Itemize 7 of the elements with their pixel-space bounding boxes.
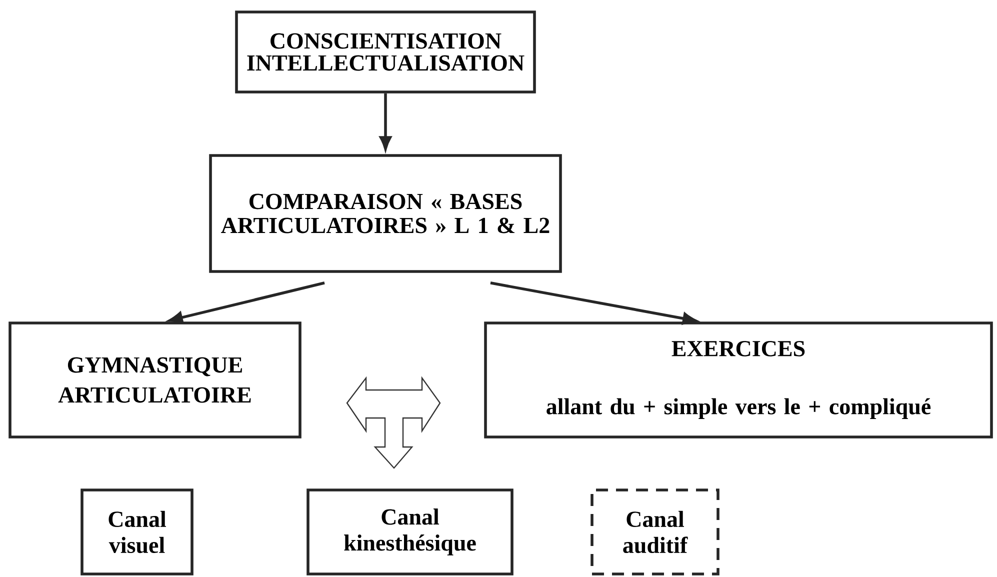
process-box: CONSCIENTISATION INTELLECTUALISATION xyxy=(235,10,536,94)
channel-box: Canal visuel xyxy=(80,488,194,576)
channel-box: Canal kinesthésique xyxy=(306,488,514,576)
channel-box: Canal auditif xyxy=(590,488,720,576)
process-box: EXERCICES allant du + simple vers le + compliqué xyxy=(484,322,993,438)
process-box: COMPARAISON « BASES ARTICULATOIRES » L 1 & L2 xyxy=(209,154,562,273)
process-box: GYMNASTIQUE ARTICULATOIRE xyxy=(8,322,302,438)
